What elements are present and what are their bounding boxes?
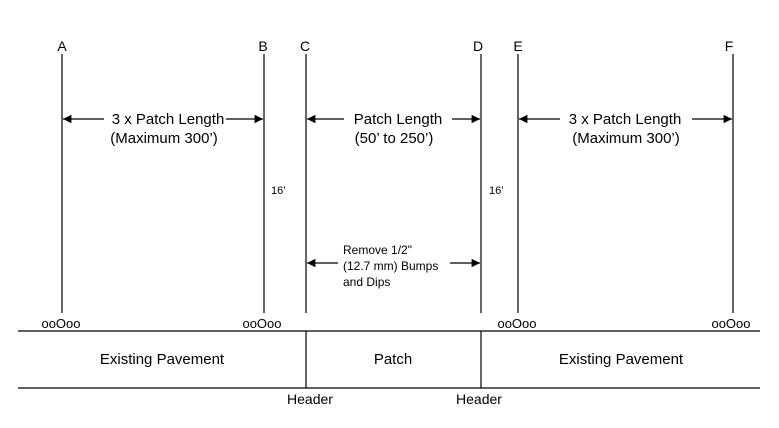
bump-note-line3: and Dips <box>343 275 390 289</box>
station-label-d: D <box>473 38 483 54</box>
right-span-label-line1: 3 x Patch Length <box>569 111 682 128</box>
left-span-label-line1: 3 x Patch Length <box>112 111 225 128</box>
bump-note-line1: Remove 1/2" <box>343 243 412 257</box>
offset-label-b-c: 16’ <box>271 185 286 197</box>
station-label-a: A <box>57 38 67 54</box>
wheel-marker-f: ooOoo <box>711 316 750 331</box>
wheel-marker-a: ooOoo <box>41 316 80 331</box>
wheel-marker-b: ooOoo <box>242 316 281 331</box>
station-label-b: B <box>258 38 267 54</box>
left-span-label-line2: (Maximum 300’) <box>110 130 218 147</box>
right-span-label-line2: (Maximum 300’) <box>572 130 680 147</box>
center-span-label-line2: (50’ to 250’) <box>355 130 434 147</box>
header-label-left: Header <box>287 391 333 407</box>
station-label-e: E <box>513 38 522 54</box>
section-label-existing-left: Existing Pavement <box>100 351 225 368</box>
station-label-c: C <box>300 38 310 54</box>
offset-label-d-e: 16’ <box>489 185 504 197</box>
station-label-f: F <box>725 38 734 54</box>
header-label-right: Header <box>456 391 502 407</box>
center-span-label-line1: Patch Length <box>354 111 442 128</box>
section-label-existing-right: Existing Pavement <box>559 351 684 368</box>
section-label-patch: Patch <box>374 351 412 368</box>
bump-note-line2: (12.7 mm) Bumps <box>343 259 438 273</box>
wheel-marker-e: ooOoo <box>497 316 536 331</box>
